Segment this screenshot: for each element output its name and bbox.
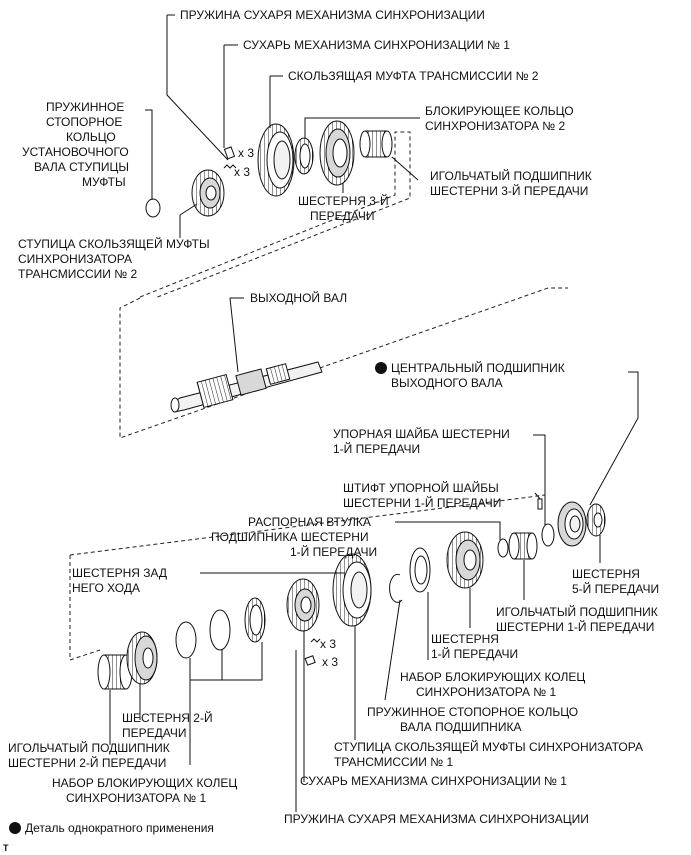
blocking-ring-2: [294, 137, 314, 175]
label-key-bottom: СУХАРЬ МЕХАНИЗМА СИНХРОНИЗАЦИИ № 1: [300, 774, 567, 788]
label-pin-2: ШЕСТЕРНИ 1-Й ПЕРЕДАЧИ: [343, 495, 501, 510]
hub-snap-ring: [145, 198, 161, 218]
needle-bearing-3rd: [359, 130, 393, 158]
label-thrust-washer-1: УПОРНАЯ ШАЙБА ШЕСТЕРНИ: [333, 426, 510, 441]
reverse-gear: [332, 553, 372, 627]
label-gear2-1: ШЕСТЕРНЯ 2-Й: [122, 710, 213, 725]
label-key-top: СУХАРЬ МЕХАНИЗМА СИНХРОНИЗАЦИИ № 1: [243, 38, 510, 52]
label-hub1-1: СТУПИЦА СКОЛЬЗЯЩЕЙ МУФТЫ СИНХРОНИЗАТОРА: [334, 739, 643, 754]
synchro-hub-2: [191, 169, 225, 217]
qty-spring-top: x 3: [238, 146, 254, 160]
label-hub1-2: ТРАНСМИССИИ № 1: [334, 755, 453, 769]
label-center-bearing-1: ЦЕНТРАЛЬНЫЙ ПОДШИПНИК: [391, 360, 565, 375]
label-spring-bottom: ПРУЖИНА СУХАРЯ МЕХАНИЗМА СИНХРОНИЗАЦИИ: [284, 812, 589, 826]
bearing-spacer: [497, 538, 509, 558]
blocking-ring-set-right: [409, 547, 431, 593]
label-needle3-1: ИГОЛЬЧАТЫЙ ПОДШИПНИК: [430, 168, 592, 183]
label-snap-ring-5: ВАЛА СТУПИЦЫ: [34, 160, 129, 174]
label-shaft: ВЫХОДНОЙ ВАЛ: [250, 290, 347, 305]
qty-spring-bottom: x 3: [320, 637, 336, 651]
label-spacer-1: РАСПОРНАЯ ВТУЛКА: [248, 515, 371, 529]
thrust-washer-pin: [537, 498, 543, 510]
label-pin-1: ШТИФТ УПОРНОЙ ШАЙБЫ: [343, 480, 499, 495]
label-reverse-1: ШЕСТЕРНЯ ЗАД: [72, 566, 167, 580]
label-blocker2-2: СИНХРОНИЗАТОРА № 2: [425, 119, 566, 133]
qty-key-top: x 3: [234, 165, 250, 179]
corner-mark: T: [3, 843, 9, 853]
synchro-spring-bottom: [310, 638, 321, 643]
label-spacer-3: 1-Й ПЕРЕДАЧИ: [290, 544, 377, 559]
label-blocker-set-right-1: НАБОР БЛОКИРУЮЩИХ КОЛЕЦ: [400, 670, 585, 684]
label-reverse-2: НЕГО ХОДА: [72, 581, 140, 595]
label-gear5-1: ШЕСТЕРНЯ: [572, 567, 640, 581]
leader-lines-top: [145, 14, 420, 238]
assembly-outline-middle: [119, 287, 568, 439]
label-hub2-2: СИНХРОНИЗАТОРА: [18, 252, 132, 266]
label-needle1-1: ИГОЛЬЧАТЫЙ ПОДШИПНИК: [496, 604, 658, 619]
thrust-washer: [541, 523, 555, 547]
label-needle3-2: ШЕСТЕРНИ 3-Й ПЕРЕДАЧИ: [430, 183, 588, 198]
output-shaft: [170, 297, 323, 413]
single-use-legend-marker: [9, 822, 21, 834]
label-snap-ring-bearing-2: ВАЛА ПОДШИПНИКА: [400, 720, 521, 734]
label-spring-top: ПРУЖИНА СУХАРЯ МЕХАНИЗМА СИНХРОНИЗАЦИИ: [180, 8, 485, 22]
label-gear5-2: 5-Й ПЕРЕДАЧИ: [572, 581, 659, 596]
leader-lines-bottom: [109, 434, 601, 812]
label-hub2-1: СТУПИЦА СКОЛЬЗЯЩЕЙ МУФТЫ: [18, 236, 210, 251]
gear-5th: [586, 503, 606, 537]
bearing-snap-ring: [389, 573, 403, 603]
gear-2nd: [126, 631, 158, 685]
needle-bearing-2nd: [97, 654, 133, 690]
label-gear3-2: ПЕРЕДАЧИ: [310, 209, 374, 223]
synchro-hub-1: [286, 578, 320, 632]
center-bearing-leader: [589, 371, 639, 506]
blocking-ring-set-left: [175, 597, 266, 659]
sliding-sleeve-2: [257, 123, 295, 197]
label-hub2-3: ТРАНСМИССИИ № 2: [18, 267, 137, 281]
label-gear2-2: ПЕРЕДАЧИ: [122, 726, 186, 740]
qty-key-bottom: x 3: [322, 655, 338, 669]
label-needle2-2: ШЕСТЕРНИ 2-Й ПЕРЕДАЧИ: [8, 755, 166, 770]
single-use-marker-center-bearing: [375, 362, 387, 374]
label-snap-ring-3: КОЛЬЦО: [66, 130, 116, 144]
synchro-spring-top: [223, 164, 237, 169]
label-gear1-1: ШЕСТЕРНЯ: [431, 632, 499, 646]
label-blocker-set-left-2: СИНХРОНИЗАТОРА № 1: [66, 791, 207, 805]
label-snap-ring-2: СТОПОРНОЕ: [46, 115, 122, 129]
assembly-outline-top: [139, 131, 411, 299]
synchro-key-top: [223, 146, 236, 160]
label-snap-ring-6: МУФТЫ: [82, 175, 126, 189]
label-blocker-set-right-2: СИНХРОНИЗАТОРА № 1: [416, 685, 557, 699]
label-snap-ring-bearing-1: ПРУЖИННОЕ СТОПОРНОЕ КОЛЬЦО: [367, 705, 578, 719]
label-blocker-set-left-1: НАБОР БЛОКИРУЮЩИХ КОЛЕЦ: [52, 776, 237, 790]
label-spacer-2: ПОДШИПНИКА ШЕСТЕРНИ: [211, 530, 369, 544]
legend-text: Деталь однократного применения: [25, 821, 214, 835]
label-thrust-washer-2: 1-Й ПЕРЕДАЧИ: [333, 441, 420, 456]
label-needle1-2: ШЕСТЕРНИ 1-Й ПЕРЕДАЧИ: [496, 619, 654, 634]
label-needle2-1: ИГОЛЬЧАТЫЙ ПОДШИПНИК: [8, 740, 170, 755]
label-snap-ring-4: УСТАНОВОЧНОГО: [22, 145, 129, 159]
gear-1st: [446, 531, 484, 589]
assembly-outline-bottom: [69, 494, 546, 661]
labels: ПРУЖИНА СУХАРЯ МЕХАНИЗМА СИНХРОНИЗАЦИИ С…: [3, 8, 659, 853]
label-gear1-2: 1-Й ПЕРЕДАЧИ: [431, 646, 518, 661]
label-sleeve-2: СКОЛЬЗЯЩАЯ МУФТА ТРАНСМИССИИ № 2: [288, 69, 539, 83]
label-center-bearing-2: ВЫХОДНОГО ВАЛА: [391, 376, 503, 390]
label-gear3-1: ШЕСТЕРНЯ 3-Й: [298, 193, 389, 208]
needle-bearing-1st: [508, 532, 538, 560]
synchro-key-bottom: [304, 655, 316, 666]
center-bearing: [557, 501, 587, 547]
gear-3rd: [319, 120, 355, 186]
label-blocker2-1: БЛОКИРУЮЩЕЕ КОЛЬЦО: [425, 104, 574, 118]
label-snap-ring-1: ПРУЖИННОЕ: [46, 100, 124, 114]
